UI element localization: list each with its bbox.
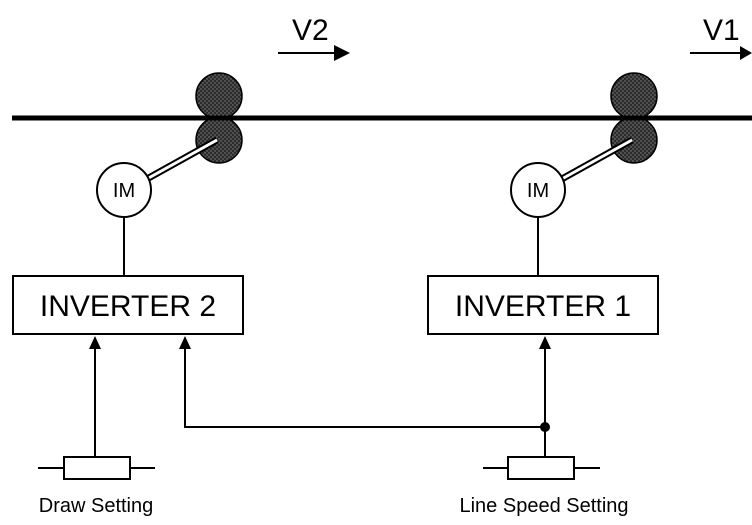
- inverter-1-label: INVERTER 1: [455, 290, 631, 323]
- inverter-2-box: [12, 275, 244, 335]
- inverter-1: INVERTER 1: [427, 275, 659, 335]
- inverter-1-box: [427, 275, 659, 335]
- line-speed-arrow-head: [539, 336, 551, 349]
- draw-setting-resistor: [63, 456, 131, 480]
- velocity-v1-arrow-head: [740, 46, 752, 60]
- line-speed-setting-label: Line Speed Setting: [459, 495, 628, 517]
- velocity-v2-label: V2: [292, 14, 329, 47]
- velocity-v1-label: V1: [703, 14, 740, 47]
- shaft-2: [143, 136, 219, 184]
- draw-setting-label: Draw Setting: [39, 495, 154, 517]
- roller-2-bottom: [195, 116, 243, 164]
- velocity-v1: V1: [690, 14, 752, 60]
- roller-2-top: [195, 72, 243, 120]
- roller-pair-1: [610, 72, 658, 164]
- line-speed-resistor: [507, 456, 575, 480]
- line-speed-branch-line: [184, 348, 545, 428]
- shaft-1-inner: [559, 138, 633, 182]
- roller-1-bottom: [610, 116, 658, 164]
- junction-dot: [540, 422, 550, 432]
- motor-2: IM: [96, 162, 152, 218]
- roller-pair-2: [195, 72, 243, 164]
- inverter-2: INVERTER 2: [12, 275, 244, 335]
- shaft-1: [558, 136, 634, 184]
- line-speed-potentiometer: [483, 456, 600, 480]
- velocity-v2-arrow-head: [334, 45, 350, 61]
- shaft-2-inner: [144, 138, 218, 182]
- motor-1: IM: [510, 162, 566, 218]
- draw-setting-arrow-head: [89, 336, 101, 349]
- inverter-2-label: INVERTER 2: [40, 290, 216, 323]
- inverter-2-speed-arrow-head: [179, 336, 191, 349]
- velocity-v2: V2: [278, 14, 350, 61]
- draw-setting-potentiometer: [38, 456, 155, 480]
- roller-1-top: [610, 72, 658, 120]
- motor-1-label: IM: [527, 180, 549, 202]
- motor-2-label: IM: [113, 180, 135, 202]
